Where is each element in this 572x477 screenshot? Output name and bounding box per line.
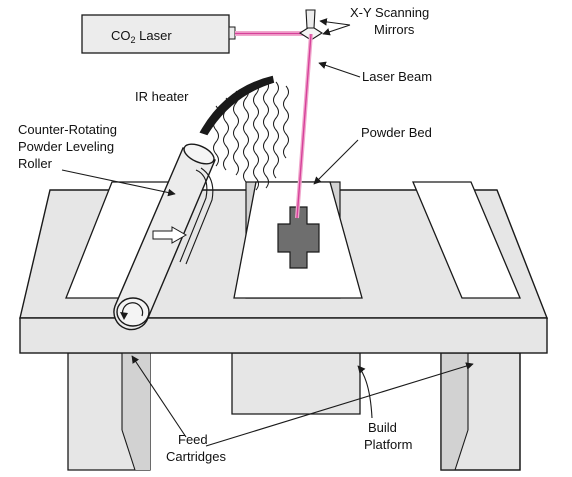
roller-callout [61,169,176,197]
laser-beam-vertical [295,33,313,219]
co2-laser-label: CO2 Laser [111,28,172,45]
mirrors-callout-upper [319,18,351,26]
roller-label-line3: Roller [18,156,53,171]
laser-beam-horizontal [235,31,305,36]
roller-label: Counter-Rotating Powder Leveling Roller [18,122,121,171]
feed-cartridges-label: Feed Cartridges [166,432,226,464]
scanning-mirrors [298,9,324,41]
feed-callout-right [205,362,474,447]
laser-beam-callout [318,61,361,78]
mirrors-label-line1: X-Y Scanning [350,5,429,20]
ir-heat-waves [213,79,289,191]
roller-direction-arrow [152,226,188,244]
build-callout [357,365,373,419]
mirrors-label-line2: Mirrors [374,22,415,37]
build-platform-label: Build Platform [364,420,412,452]
built-part [277,206,320,269]
callout-lines [61,18,474,447]
right-feed-cartridge [440,352,521,471]
left-feed-cartridge [67,352,151,471]
co2-laser [81,14,236,54]
feed-label-line1: Feed [178,432,208,447]
mirrors-label: X-Y Scanning Mirrors [350,5,433,37]
feed-label-line2: Cartridges [166,449,226,464]
ir-heater [199,75,275,136]
right-feed-opening [412,181,521,299]
ir-heater-label: IR heater [135,89,189,104]
roller-label-line1: Counter-Rotating [18,122,117,137]
build-label-line1: Build [368,420,397,435]
mirrors-callout-lower [322,24,351,36]
roller-label-line2: Powder Leveling [18,139,114,154]
build-label-line2: Platform [364,437,412,452]
powder-bed-label: Powder Bed [361,125,432,140]
powder-bed-callout [313,139,359,185]
feed-callout-left [131,355,187,438]
laser-beam-label: Laser Beam [362,69,432,84]
